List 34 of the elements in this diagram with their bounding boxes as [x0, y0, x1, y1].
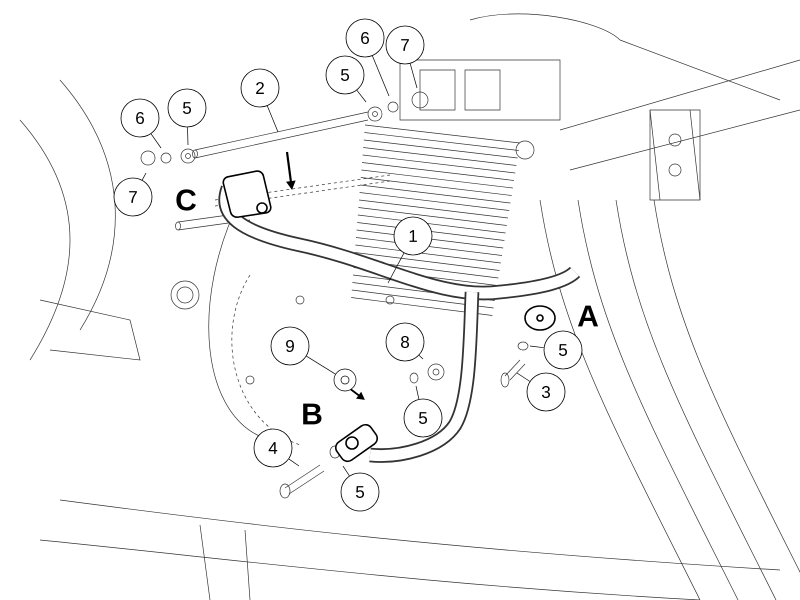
leader-line	[388, 252, 404, 284]
leader-line	[530, 346, 544, 348]
callout-number: 7	[114, 178, 152, 216]
mount-point-letter: C	[176, 189, 196, 211]
callout-number: 7	[386, 26, 424, 64]
callout-number: 5	[326, 56, 364, 94]
callout-number: 6	[120, 98, 160, 138]
leader-line	[410, 63, 418, 88]
mount-point-letter: A	[578, 306, 598, 326]
leader-line	[306, 356, 336, 374]
callout-number: 5	[404, 398, 442, 438]
leader-line	[150, 134, 162, 148]
leader-line	[416, 386, 420, 400]
leader-line	[142, 172, 146, 180]
callout-number: 8	[386, 322, 424, 362]
leader-line	[372, 56, 390, 96]
callout-number: 5	[168, 88, 206, 128]
callout-number: 5	[544, 330, 582, 370]
callout-number: 6	[346, 18, 384, 58]
callout-number: 5	[340, 472, 380, 512]
callout-number: 1	[394, 216, 432, 256]
callout-number: 3	[526, 372, 566, 412]
leader-line	[356, 90, 366, 102]
callout-number: 9	[270, 326, 310, 366]
mount-point-letter: B	[303, 404, 322, 424]
spacer	[334, 368, 356, 392]
leader-line	[187, 127, 188, 146]
callout-number: 2	[240, 68, 280, 108]
leader-line	[418, 354, 424, 360]
leader-line	[516, 372, 530, 382]
leader-line	[267, 106, 278, 132]
callout-number: 4	[254, 428, 292, 468]
leader-line	[288, 458, 300, 466]
leader-line	[342, 466, 350, 476]
